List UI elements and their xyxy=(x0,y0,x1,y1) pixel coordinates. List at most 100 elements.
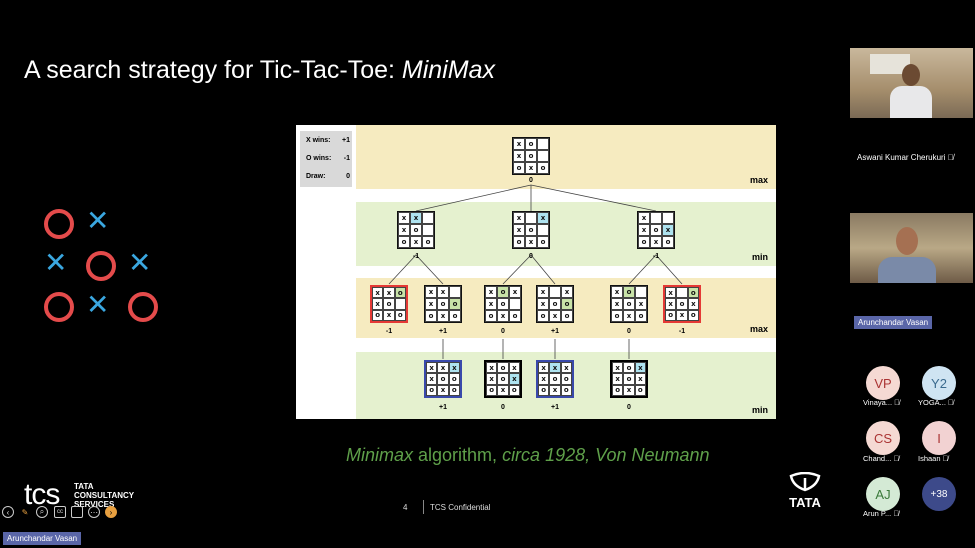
o-mark-icon xyxy=(44,209,74,239)
node-score: +1 xyxy=(551,328,559,335)
presenter-name: Aswani Kumar Cherukuri 🎙̸ xyxy=(857,153,954,162)
tata-wordmark: TATA xyxy=(789,495,821,510)
x-mark-icon: ✕ xyxy=(86,288,110,321)
captions-icon[interactable]: cc xyxy=(54,506,66,518)
avatar-initials: VP xyxy=(874,375,892,391)
attendee-name-text: YOGA... xyxy=(918,398,946,407)
person-body xyxy=(878,257,936,283)
previous-slide-icon[interactable]: ‹ xyxy=(2,506,14,518)
node-score: 0 xyxy=(627,328,631,335)
slide-title-prefix: A search strategy for Tic-Tac-Toe: xyxy=(24,56,402,84)
next-slide-icon[interactable]: › xyxy=(105,506,117,518)
person-avatar xyxy=(896,227,918,255)
speaker-name-label: Arunchandar Vasan xyxy=(854,316,933,329)
caption-text: algorithm, xyxy=(413,445,503,465)
legend-label: X wins: xyxy=(306,137,331,144)
attendee-avatar[interactable]: Y2 xyxy=(922,366,956,400)
mic-muted-icon: 🎙̸ xyxy=(894,398,900,407)
node-score: +1 xyxy=(439,328,447,335)
active-speaker-label: Arunchandar Vasan xyxy=(3,532,82,545)
attendee-name: Ishaan 🎙̸ xyxy=(918,454,948,463)
more-count: +38 xyxy=(930,488,948,500)
node-score: -1 xyxy=(652,253,660,260)
o-mark-icon xyxy=(86,251,116,281)
person-body xyxy=(890,86,932,118)
zoom-icon[interactable]: ⌕ xyxy=(36,506,48,518)
node-score: 0 xyxy=(529,177,533,184)
level-label: max xyxy=(749,175,768,185)
attendee-avatar[interactable]: VP xyxy=(866,366,900,400)
mic-muted-icon: 🎙̸ xyxy=(948,398,954,407)
legend-row: X wins: +1 xyxy=(306,137,350,144)
legend-value: -1 xyxy=(343,155,350,162)
avatar-initials: AJ xyxy=(875,486,891,502)
node-score: +1 xyxy=(439,404,447,411)
attendee-avatar[interactable]: AJ xyxy=(866,477,900,511)
more-participants-button[interactable]: +38 xyxy=(922,477,956,511)
legend-value: +1 xyxy=(342,137,350,144)
caption-emphasis: Minimax xyxy=(346,445,414,465)
legend-label: O wins: xyxy=(306,155,332,162)
attendee-name: YOGA... 🎙̸ xyxy=(918,398,954,407)
node-score: -1 xyxy=(678,328,686,335)
attendee-name: Vinaya... 🎙̸ xyxy=(863,398,900,407)
mic-muted-icon: 🎙̸ xyxy=(947,153,954,162)
avatar-initials: Y2 xyxy=(931,375,947,391)
x-mark-icon: ✕ xyxy=(86,204,110,237)
figure-caption: Minimax algorithm, circa 1928, Von Neuma… xyxy=(346,445,710,466)
legend-value: 0 xyxy=(346,173,350,180)
video-tile-presenter[interactable] xyxy=(850,48,973,118)
legend-row: O wins: -1 xyxy=(306,155,350,162)
presenter-name-text: Aswani Kumar Cherukuri xyxy=(857,153,946,162)
minimax-tree-figure: X wins:+1 O wins:-1 Draw:0 max min max m… xyxy=(296,125,776,419)
attendee-avatar[interactable]: CS xyxy=(866,421,900,455)
pen-icon[interactable]: ✎ xyxy=(21,507,29,517)
level-label: min xyxy=(751,405,768,415)
level-band-max: max xyxy=(356,125,776,189)
slide-title-emphasis: MiniMax xyxy=(401,56,495,84)
mic-muted-icon: 🎙̸ xyxy=(893,454,900,463)
footer-divider xyxy=(423,500,424,514)
x-mark-icon: ✕ xyxy=(128,246,152,279)
node-score: 0 xyxy=(501,404,505,411)
o-mark-icon xyxy=(44,292,74,322)
legend-label: Draw: xyxy=(306,173,326,180)
attendee-name-text: Arun P... xyxy=(863,509,892,518)
person-avatar xyxy=(902,64,920,86)
mic-muted-icon: 🎙̸ xyxy=(942,454,949,463)
more-options-icon[interactable]: ⋯ xyxy=(88,506,100,518)
avatar-initials: CS xyxy=(873,430,893,446)
footer-confidential: TCS Confidential xyxy=(430,503,491,512)
node-score: -1 xyxy=(385,328,393,335)
tcs-logo-text: TATA CONSULTANCY SERVICES xyxy=(74,482,135,509)
page-number: 4 xyxy=(403,503,408,512)
level-label: min xyxy=(751,252,768,262)
screen-icon[interactable] xyxy=(71,506,83,518)
node-score: 0 xyxy=(501,328,505,335)
video-tile-speaker[interactable] xyxy=(850,213,973,283)
attendee-avatar[interactable]: I xyxy=(922,421,956,455)
legend-row: Draw: 0 xyxy=(306,173,350,180)
tata-logo: TATA xyxy=(783,471,827,510)
o-mark-icon xyxy=(128,292,158,322)
attendee-name-text: Ishaan xyxy=(918,454,941,463)
avatar-initials: I xyxy=(937,430,941,446)
score-legend: X wins: +1 O wins: -1 Draw: 0 xyxy=(300,131,352,187)
tata-emblem-icon xyxy=(789,471,821,492)
node-score: -1 xyxy=(412,253,420,260)
node-score: 0 xyxy=(627,404,631,411)
slide-title: A search strategy for Tic-Tac-Toe: MiniM… xyxy=(24,56,495,85)
